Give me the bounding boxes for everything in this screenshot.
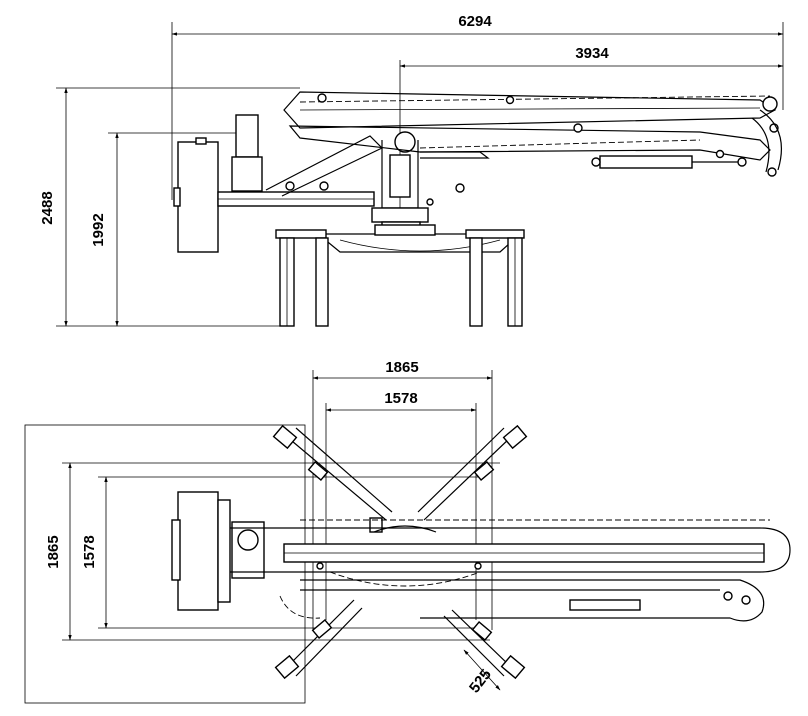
dim-label-525: 525 [466,666,495,696]
support-legs [275,229,525,327]
outrigger-arms [285,427,513,677]
dimension-boom-reach: 3934 [399,45,784,215]
counterweight-cylinder [231,114,263,192]
dimension-overall-length: 6294 [171,13,784,200]
counterweight [173,137,219,253]
lower-boom [288,123,771,161]
counter-boom [217,191,375,207]
dimension-inner-span: 1578 [325,390,477,620]
diagonal-brace [265,135,384,197]
dim-label-2488: 2488 [39,191,56,224]
dim-label-1865-top: 1865 [385,359,418,376]
dim-label-1578-side: 1578 [81,535,98,568]
counterweight-top [171,491,265,611]
dimension-base-height: 1992 [90,132,240,327]
dim-label-1578-top: 1578 [384,390,417,407]
top-view: 1865 1578 1865 1578 [24,359,791,704]
delivery-pipe [751,109,782,177]
dim-label-6294: 6294 [458,13,492,30]
dimension-side-outer: 1865 [45,462,500,641]
main-boom-top [230,519,791,573]
dimension-leg-offset: 525 [463,649,501,696]
dimension-total-height: 2488 [39,87,300,327]
lower-boom-top [279,579,765,622]
main-boom [283,91,779,133]
boom-pipe-section [420,151,490,206]
outrigger-feet [272,424,528,680]
dimension-outer-span: 1865 [312,359,493,630]
dim-label-1992: 1992 [90,213,107,246]
side-view: 6294 3934 2488 1992 [39,13,784,327]
hydraulic-cylinder [591,155,747,169]
dimension-side-inner: 1578 [81,476,480,629]
top-view-frame [24,424,306,704]
dim-label-1865-side: 1865 [45,535,62,568]
dim-label-3934: 3934 [575,45,609,62]
